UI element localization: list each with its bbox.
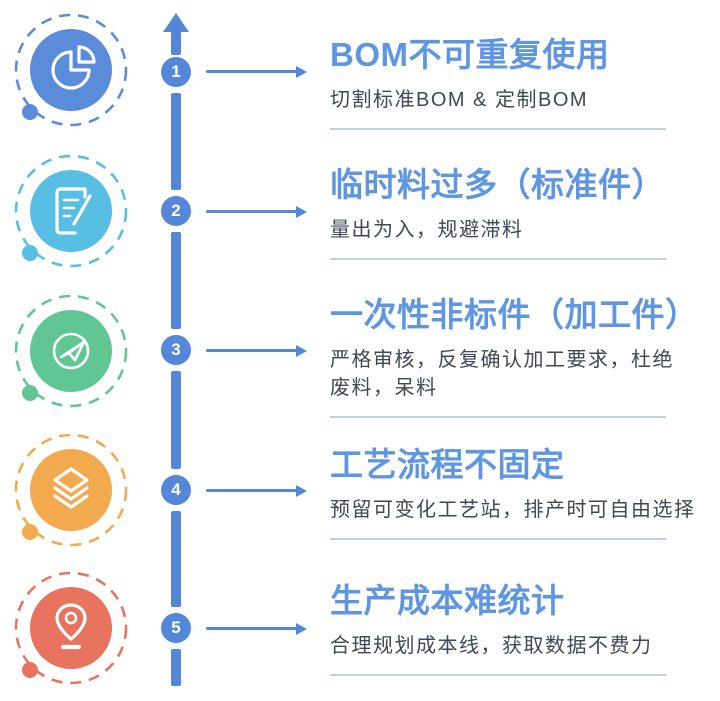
right-arrow [206,349,297,352]
section-title: BOM不可重复使用 [330,36,610,73]
location-pin-icon [14,571,128,685]
section-subtitle: 严格审核，反复确认加工要求，杜绝 废料，呆料 [330,348,674,399]
section-temp-material: 临时料过多（标准件） 量出为入，规避滞料 [330,166,705,260]
spine-segment [171,649,181,686]
section-nonstandard-parts: 一次性非标件（加工件） 严格审核，反复确认加工要求，杜绝 废料，呆料 [330,296,705,418]
right-arrow [206,210,297,213]
right-arrowhead-icon [296,485,307,497]
section-divider [330,127,666,130]
section-title: 生产成本难统计 [330,582,565,619]
right-arrow [206,627,297,630]
pie-chart-icon [14,13,128,127]
section-subtitle: 量出为入，规避滞料 [330,218,524,241]
right-arrow [206,489,297,492]
section-subtitle: 合理规划成本线，获取数据不费力 [330,634,653,657]
spine-segment [171,511,181,607]
section-subtitle: 切割标准BOM & 定制BOM [330,88,589,111]
section-subtitle: 预留可变化工艺站，排产时可自由选择 [330,498,696,521]
section-divider [330,257,666,260]
spine-segment [171,31,181,55]
section-title: 工艺流程不固定 [330,446,565,483]
step-number-badge: 5 [161,613,191,643]
step-number-badge: 4 [161,475,191,505]
spine-segment [171,371,181,469]
section-divider [330,415,666,418]
right-arrowhead-icon [296,345,307,357]
layers-icon [14,433,128,547]
section-divider [330,673,666,676]
spine-segment [171,93,181,190]
step-number-badge: 3 [161,335,191,365]
section-divider [330,537,666,540]
right-arrow [206,70,297,73]
spine-up-arrowhead [163,13,189,32]
step-number-badge: 2 [161,196,191,226]
section-bom: BOM不可重复使用 切割标准BOM & 定制BOM [330,36,705,130]
section-production-cost: 生产成本难统计 合理规划成本线，获取数据不费力 [330,582,705,676]
paper-plane-icon [14,294,128,408]
step-number-badge: 1 [161,57,191,87]
document-edit-icon [14,154,128,268]
section-process-flow: 工艺流程不固定 预留可变化工艺站，排产时可自由选择 [330,446,705,540]
right-arrowhead-icon [296,206,307,218]
right-arrowhead-icon [296,623,307,635]
spine-segment [171,232,181,329]
section-title: 一次性非标件（加工件） [330,296,699,333]
section-title: 临时料过多（标准件） [330,166,665,203]
right-arrowhead-icon [296,66,307,78]
